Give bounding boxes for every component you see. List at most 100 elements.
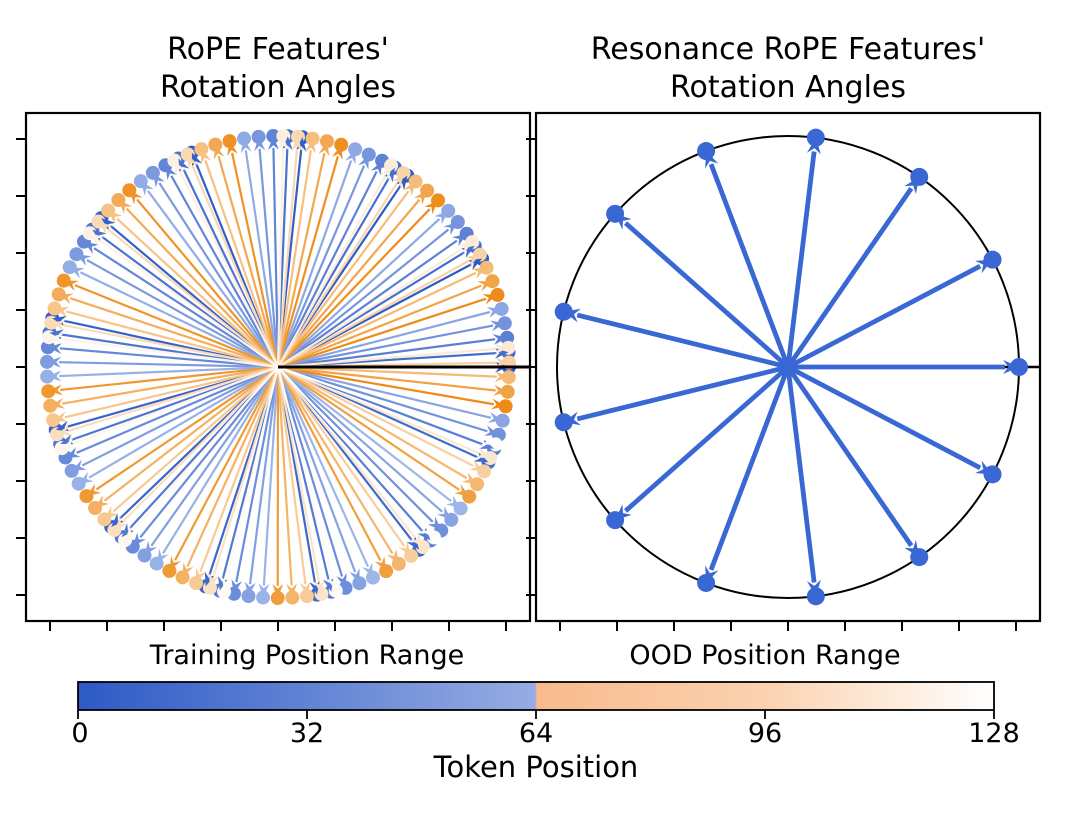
token-position-dot (361, 147, 376, 162)
rotation-arrow (83, 241, 279, 368)
rotation-arrow (277, 366, 412, 556)
colorbar (77, 681, 995, 719)
token-position-dot (319, 134, 334, 149)
rotation-arrow (78, 366, 279, 484)
rotation-arrow (98, 221, 279, 368)
token-position-dot (806, 128, 825, 147)
rotation-arrow (108, 210, 279, 368)
rotation-arrow (47, 356, 279, 369)
rotation-arrow (277, 267, 487, 368)
rotation-arrow (53, 365, 279, 423)
rotation-arrow (277, 366, 452, 520)
rotation-arrow (277, 365, 496, 445)
rotation-arrow (276, 366, 325, 594)
rotation-arrow (195, 366, 280, 583)
colorbar-tick-64: 64 (518, 718, 554, 749)
rotation-arrow (276, 149, 356, 368)
rotation-arrow (277, 200, 439, 368)
rotation-arrow (165, 165, 279, 368)
token-position-dot (208, 137, 223, 152)
right-panel-title-line2: Rotation Angles (669, 70, 907, 105)
rotation-arrow (277, 210, 449, 368)
rotation-arrow (277, 366, 478, 485)
rotation-arrow (276, 138, 316, 368)
token-position-dot (305, 131, 320, 146)
resonance-position-dots (554, 128, 1028, 606)
rotation-arrow (69, 267, 279, 368)
token-position-dot (606, 511, 625, 530)
rotation-arrow (277, 366, 434, 538)
rotation-arrow (277, 233, 467, 368)
rotation-arrow (65, 365, 279, 458)
rotation-arrow (48, 365, 279, 396)
rotation-arrow (277, 365, 506, 410)
rotation-arrow (277, 366, 387, 572)
rotation-arrow (276, 366, 311, 597)
token-position-colorbar (77, 681, 995, 711)
token-position-dot (500, 384, 515, 399)
rotation-arrow (277, 366, 399, 564)
rotation-arrow (71, 366, 279, 471)
rotation-arrow (118, 200, 279, 368)
rotation-arrow (276, 366, 373, 578)
token-position-dot (299, 589, 314, 604)
rotation-arrow (277, 366, 470, 497)
token-position-dot (237, 131, 252, 146)
rotation-arrow (277, 181, 416, 368)
training-range-label: Training Position Range (149, 640, 465, 671)
rotation-arrow (240, 138, 280, 368)
rotation-arrow (277, 242, 473, 368)
ood-range-label: OOD Position Range (629, 640, 901, 671)
token-position-dot (40, 369, 55, 384)
left-panel-title-line2: Rotation Angles (159, 70, 397, 105)
colorbar-tick-0: 0 (71, 718, 89, 749)
token-position-dot (497, 316, 512, 331)
rotation-arrow (277, 366, 485, 472)
token-position-dot (56, 273, 71, 288)
token-position-dot (189, 575, 204, 590)
rotation-arrow (276, 136, 303, 368)
rotation-arrow (47, 365, 279, 382)
rotation-arrow (200, 149, 280, 368)
rotation-arrow (277, 281, 493, 369)
rotation-arrow (132, 366, 279, 547)
rotation-arrow (63, 280, 279, 369)
rotation-arrow (95, 366, 279, 509)
token-position-dot (270, 590, 285, 605)
rotation-arrow (244, 366, 280, 597)
token-position-dot (180, 147, 195, 162)
rotation-arrow (276, 144, 343, 368)
token-position-dot (40, 340, 55, 355)
rotation-arrow (277, 221, 458, 368)
token-position-dot (43, 398, 58, 413)
token-position-dot (606, 204, 625, 223)
rotation-arrow (51, 320, 279, 369)
rotation-arrow (144, 366, 279, 556)
token-position-dot (40, 354, 55, 369)
rotation-arrow (276, 141, 330, 368)
token-position-dot (352, 576, 367, 591)
rotation-arrow (277, 173, 404, 368)
rotation-arrow (57, 365, 279, 436)
token-position-dot (47, 301, 62, 316)
rotation-arrow (267, 136, 280, 368)
rotation-arrow (277, 165, 392, 368)
rotation-arrow (277, 160, 383, 368)
rotation-arrow (272, 366, 284, 598)
token-position-dot (483, 451, 498, 466)
rotation-arrow (277, 366, 423, 547)
token-position-dot (51, 287, 66, 302)
token-position-dot (494, 301, 509, 316)
token-position-dot (498, 399, 513, 414)
token-position-dot (1010, 358, 1028, 376)
left-panel-title-line1: RoPE Features' (167, 32, 389, 67)
rotation-arrow (258, 366, 280, 598)
rotation-arrow (174, 160, 279, 368)
token-position-dot (910, 167, 929, 186)
rotation-arrow (276, 136, 289, 368)
rotation-arrow (48, 333, 279, 369)
token-position-dot (554, 302, 573, 321)
rotation-arrow (254, 136, 280, 368)
